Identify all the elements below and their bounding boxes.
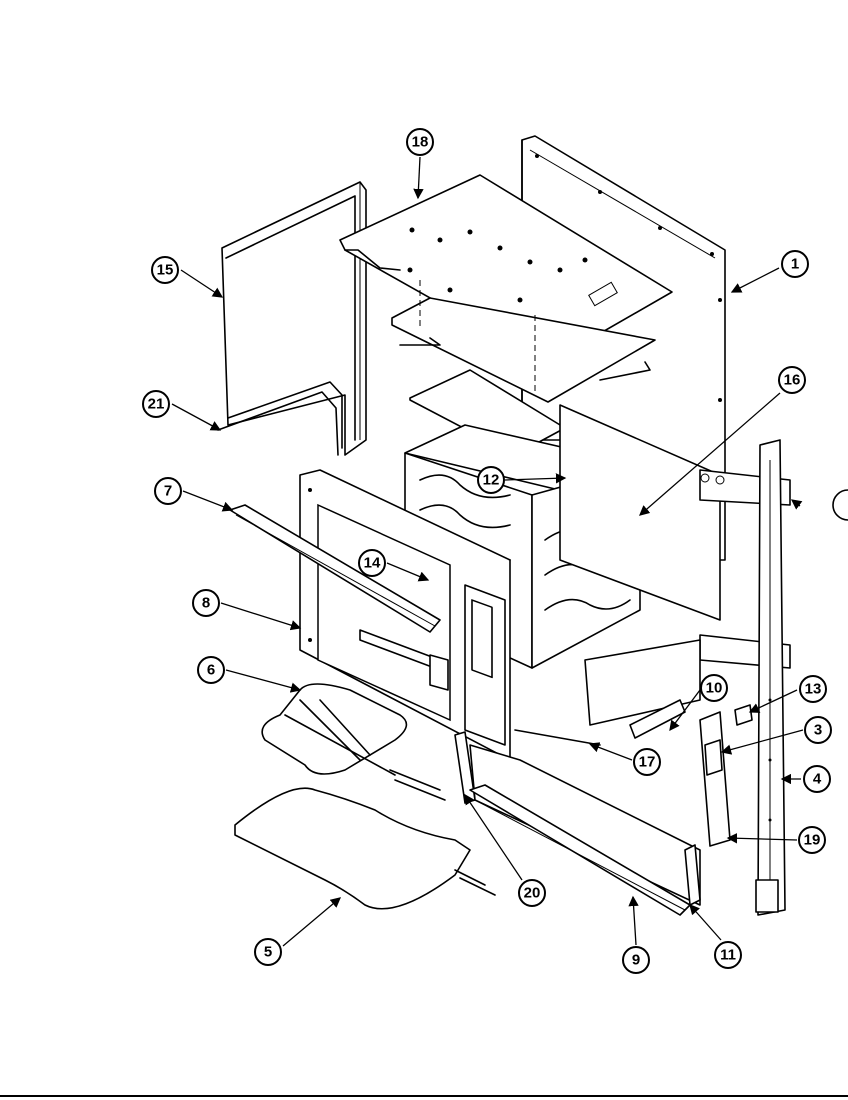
svg-text:6: 6 <box>207 662 215 679</box>
callout-11: 10 <box>700 674 728 702</box>
callout-3: 3 <box>804 716 832 744</box>
door-window <box>469 744 701 916</box>
right-rail <box>755 439 786 916</box>
callout-4: 4 <box>803 765 831 793</box>
callout-19: 19 <box>798 826 826 854</box>
top-panel <box>339 174 673 366</box>
callout-5: 5 <box>254 938 282 966</box>
svg-text:9: 9 <box>632 952 640 969</box>
svg-text:7: 7 <box>164 483 172 500</box>
callout-14: 14 <box>358 549 386 577</box>
callout-7: 9 <box>622 946 650 974</box>
lower-rod <box>514 729 601 746</box>
callout-1: 1 <box>781 250 809 278</box>
front-frame <box>299 469 511 761</box>
hinge-rod <box>629 699 686 739</box>
svg-text:5: 5 <box>264 944 272 961</box>
callout-20: 20 <box>518 879 546 907</box>
svg-text:3: 3 <box>814 722 822 739</box>
broil-element <box>261 683 446 801</box>
left-side-panel <box>217 181 367 456</box>
svg-text:17: 17 <box>639 754 656 771</box>
callout-18: 18 <box>406 128 434 156</box>
callout-12: 12 <box>477 466 505 494</box>
bake-element <box>234 787 496 910</box>
svg-text:18: 18 <box>412 134 429 151</box>
leader-lines <box>171 156 804 947</box>
callout-21: 21 <box>142 390 170 418</box>
svg-text:19: 19 <box>804 832 821 849</box>
svg-text:15: 15 <box>157 262 174 279</box>
latch-bracket <box>429 654 449 691</box>
callout-9: 8 <box>192 589 220 617</box>
svg-text:21: 21 <box>148 396 165 413</box>
front-trim <box>229 504 441 633</box>
svg-text:4: 4 <box>813 771 822 788</box>
callout-6: 6 <box>197 656 225 684</box>
svg-text:12: 12 <box>483 472 500 489</box>
callout-16: 16 <box>778 366 806 394</box>
callout-17: 17 <box>633 748 661 776</box>
svg-text:13: 13 <box>805 681 822 698</box>
svg-text:11: 11 <box>720 947 736 964</box>
callout-10: 11 <box>714 941 742 969</box>
svg-text:10: 10 <box>706 680 723 697</box>
svg-text:14: 14 <box>364 555 381 572</box>
svg-text:8: 8 <box>202 595 210 612</box>
svg-text:1: 1 <box>791 256 799 273</box>
callout-cut-off <box>832 489 848 521</box>
svg-text:20: 20 <box>524 885 541 902</box>
callout-8: 7 <box>154 477 182 505</box>
callout-13: 13 <box>799 675 827 703</box>
side-bracket <box>699 704 753 847</box>
svg-text:16: 16 <box>784 372 801 389</box>
callout-15: 15 <box>151 256 179 284</box>
